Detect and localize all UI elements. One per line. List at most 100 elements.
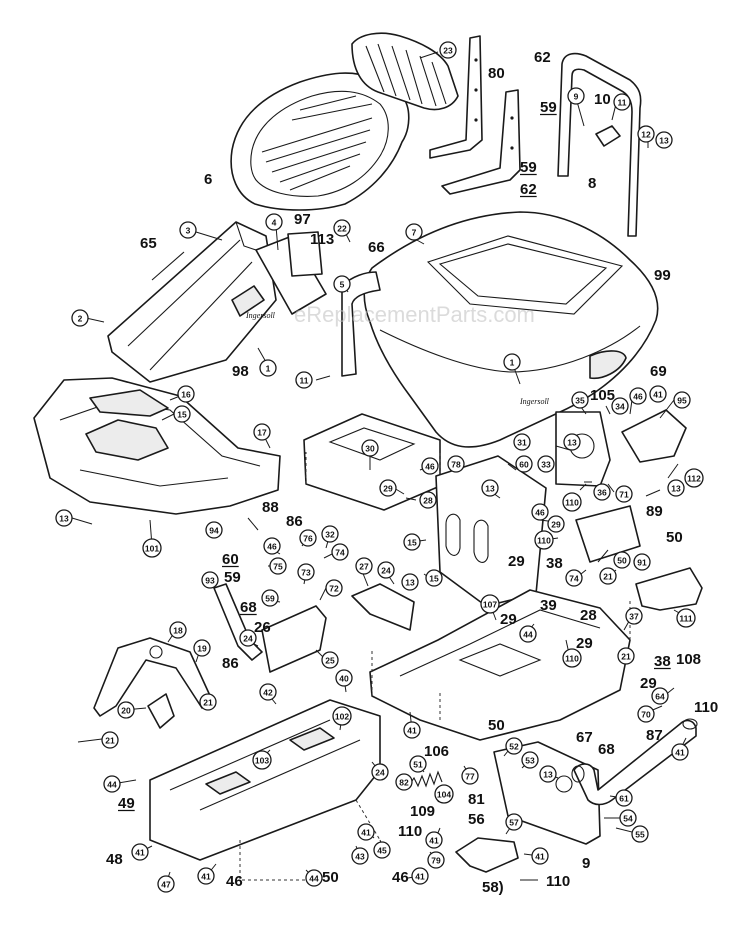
part-label-38: 38 <box>654 653 671 670</box>
callout-circle <box>673 391 691 409</box>
callout-91: 91 <box>633 553 651 571</box>
part-label-106: 106 <box>424 743 449 760</box>
part-label-38: 38 <box>546 555 563 572</box>
callout-number: 72 <box>329 584 339 594</box>
callout-number: 31 <box>517 438 527 448</box>
callout-circle <box>321 651 339 669</box>
part-label-68: 68 <box>240 599 257 616</box>
callout-15: 15 <box>425 569 443 587</box>
callout-circle <box>505 737 523 755</box>
callout-number: 95 <box>677 396 687 406</box>
part-label-48: 48 <box>106 851 123 868</box>
callout-101: 101 <box>142 538 162 558</box>
callout-number: 32 <box>325 530 335 540</box>
bracket-89 <box>575 505 641 563</box>
exhaust-pipe <box>571 718 698 806</box>
callout-number: 111 <box>679 614 693 624</box>
callout-circle <box>101 731 119 749</box>
callout-circle <box>519 625 537 643</box>
callout-103: 103 <box>252 750 272 770</box>
callout-circle <box>177 385 195 403</box>
callout-circle <box>355 557 373 575</box>
callout-number: 43 <box>355 852 365 862</box>
rod-65 <box>151 251 185 281</box>
part-label-59: 59 <box>540 99 557 116</box>
callout-number: 29 <box>383 484 393 494</box>
callout-41: 41 <box>671 743 689 761</box>
callout-circle <box>537 455 555 473</box>
callout-number: 35 <box>575 396 585 406</box>
callout-12: 12 <box>637 125 655 143</box>
callout-28: 28 <box>419 491 437 509</box>
spring-66 <box>341 271 381 377</box>
part-label-29: 29 <box>508 553 525 570</box>
hood-body <box>363 211 659 448</box>
callout-47: 47 <box>157 875 175 893</box>
spring-109 <box>409 770 443 788</box>
callout-circle <box>567 87 585 105</box>
side-plate <box>255 235 327 315</box>
callout-number: 50 <box>617 556 627 566</box>
part-label-113: 113 <box>310 231 334 248</box>
callout-20: 20 <box>117 701 135 719</box>
callout-circle <box>395 773 413 791</box>
callout-50: 50 <box>613 551 631 569</box>
callout-circle <box>193 639 211 657</box>
callout-30: 30 <box>361 439 379 457</box>
callout-number: 15 <box>177 410 187 420</box>
callout-circle <box>531 503 549 521</box>
callout-40: 40 <box>335 669 353 687</box>
callout-circle <box>461 767 479 785</box>
callout-circle <box>676 608 696 628</box>
callout-34: 34 <box>611 397 629 415</box>
callout-circle <box>439 41 457 59</box>
part-label-46: 46 <box>226 873 243 890</box>
callout-number: 53 <box>525 756 535 766</box>
callout-circle <box>379 479 397 497</box>
callout-21: 21 <box>199 693 217 711</box>
callout-number: 44 <box>309 874 319 884</box>
callout-circle <box>599 567 617 585</box>
callout-54: 54 <box>619 809 637 827</box>
part-label-29: 29 <box>640 675 657 692</box>
callout-circle <box>563 433 581 451</box>
seat-bracket <box>429 35 521 195</box>
callout-78: 78 <box>447 455 465 473</box>
callout-number: 70 <box>641 710 651 720</box>
part-label-68: 68 <box>598 741 615 758</box>
callout-circle <box>611 397 629 415</box>
callout-circle <box>629 387 647 405</box>
callout-19: 19 <box>193 639 211 657</box>
callout-number: 47 <box>161 880 171 890</box>
callout-circle <box>173 405 191 423</box>
part-label-59: 59 <box>224 569 241 586</box>
part-label-105: 105 <box>590 387 615 404</box>
callout-number: 45 <box>377 846 387 856</box>
callout-number: 27 <box>359 562 369 572</box>
callout-13: 13 <box>563 433 581 451</box>
callout-number: 54 <box>623 814 633 824</box>
callout-circle <box>373 841 391 859</box>
callout-number: 18 <box>173 626 183 636</box>
part-label-62: 62 <box>534 49 551 66</box>
callout-46: 46 <box>263 537 281 555</box>
callout-41: 41 <box>131 843 149 861</box>
callout-24: 24 <box>239 629 257 647</box>
callout-circle <box>619 809 637 827</box>
part-drawings <box>33 32 703 881</box>
callout-circle <box>425 831 443 849</box>
callout-circle <box>565 569 583 587</box>
callout-number: 73 <box>301 568 311 578</box>
callout-circle <box>671 743 689 761</box>
callout-number: 74 <box>335 548 345 558</box>
callout-44: 44 <box>519 625 537 643</box>
callout-number: 41 <box>429 836 439 846</box>
callout-circle <box>199 693 217 711</box>
callout-number: 44 <box>107 780 117 790</box>
callout-number: 60 <box>519 460 529 470</box>
callout-44: 44 <box>103 775 121 793</box>
callout-number: 77 <box>465 772 475 782</box>
callout-circle <box>480 594 500 614</box>
